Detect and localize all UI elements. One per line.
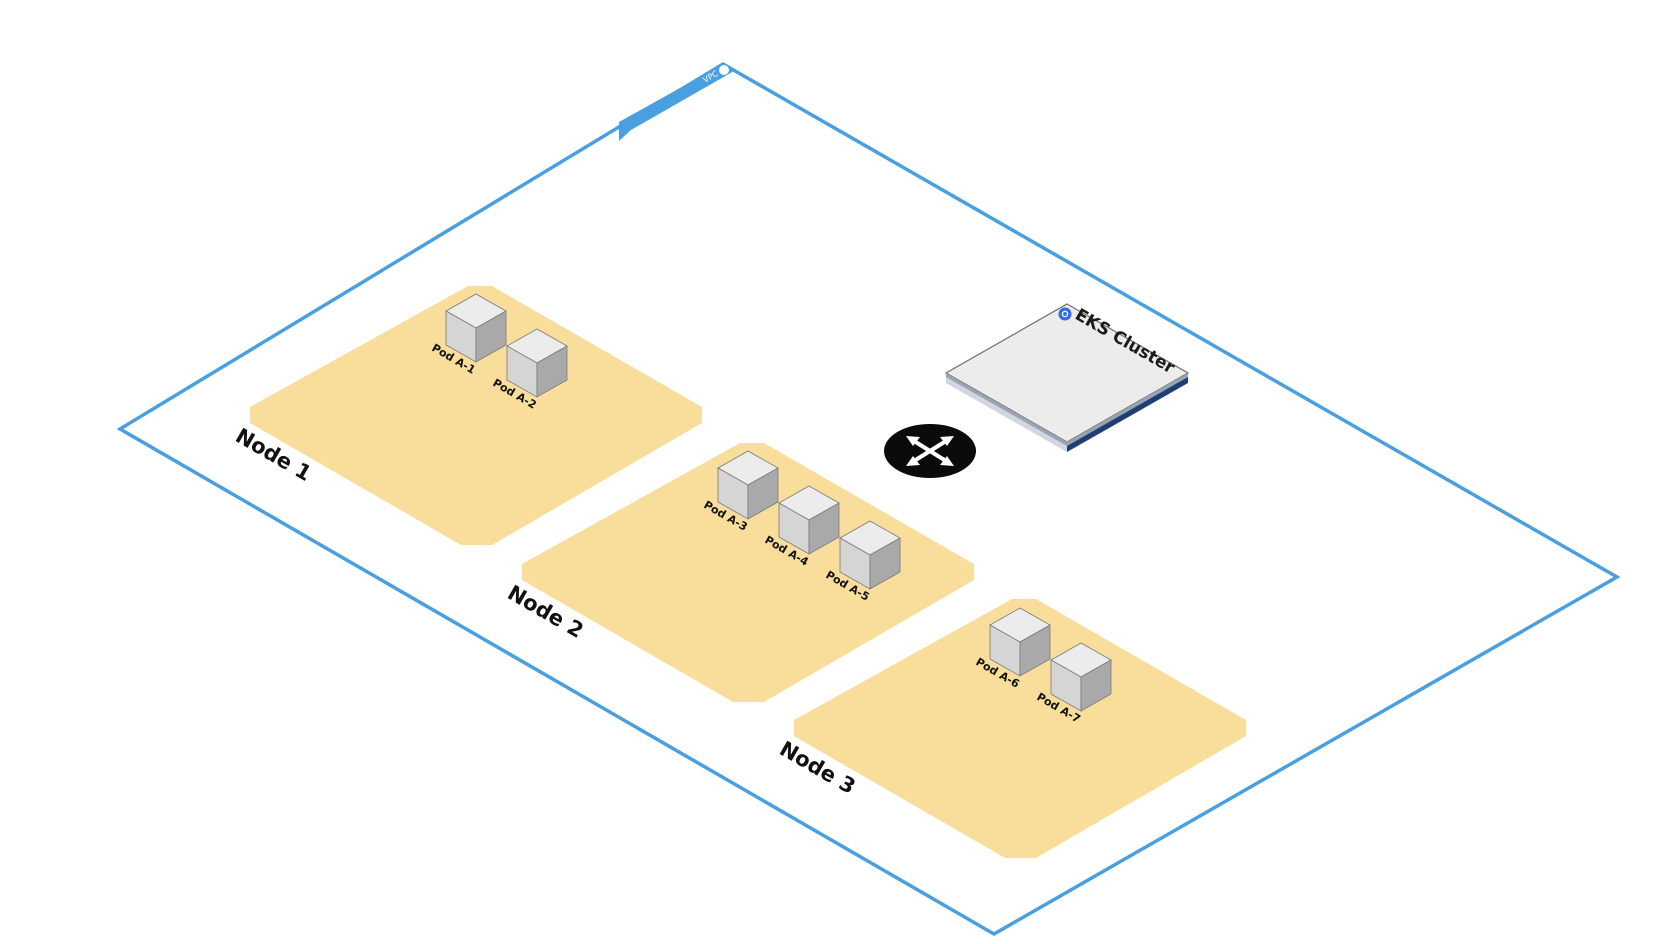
eks-cluster-base [946, 376, 1067, 452]
vpc-outline [116, 61, 1621, 937]
vpc-boundary: VPC [116, 61, 1621, 937]
move-arrows-icon [906, 436, 954, 466]
eks-cluster-right-edge [1067, 376, 1188, 452]
node-1-plate [250, 286, 702, 545]
node-2-plate [522, 443, 974, 702]
vpc-tab [619, 64, 734, 141]
router-node [884, 424, 976, 478]
vpc-cloud-icon [719, 65, 729, 75]
node-3-plate [794, 599, 1246, 858]
kubernetes-icon [1058, 307, 1072, 321]
